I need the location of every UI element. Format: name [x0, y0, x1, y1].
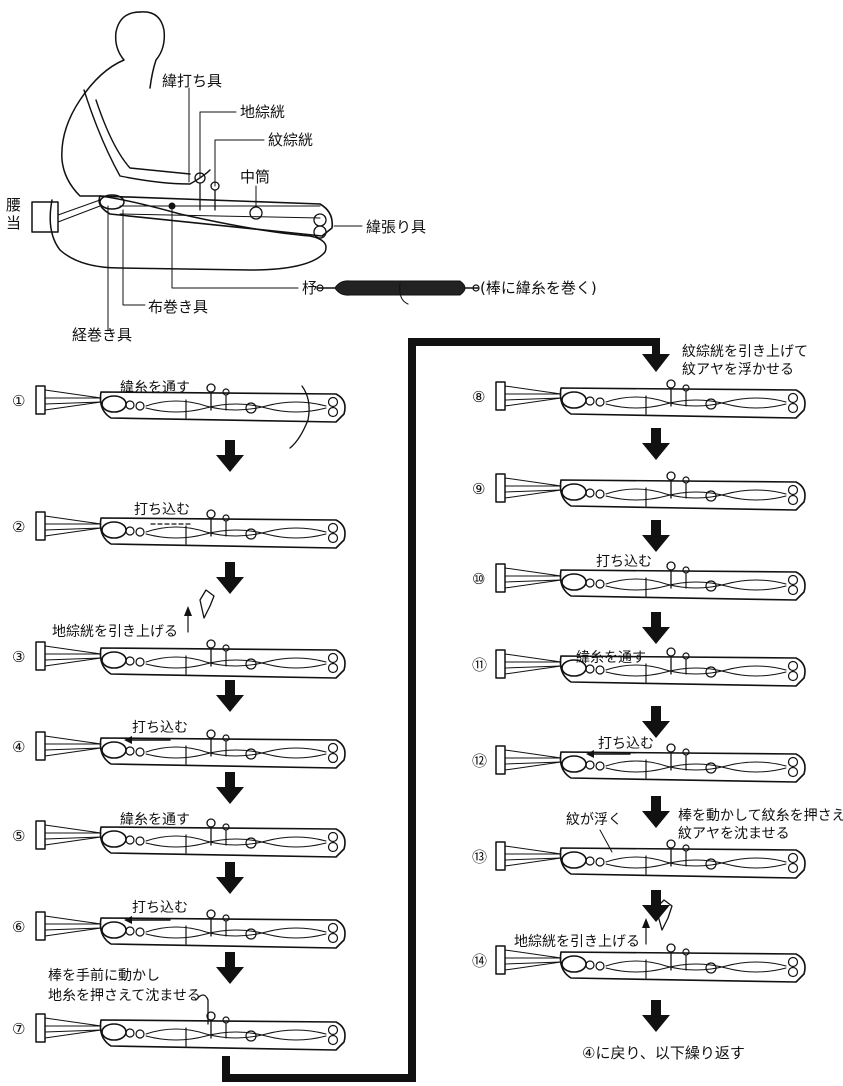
label-monsokou: 紋綜絖	[268, 131, 313, 149]
final-instruction: ④に戻り、以下繰り返す	[582, 1044, 745, 1062]
flow-connector	[226, 342, 656, 1078]
step-note: 打ち込む	[132, 719, 188, 736]
label-koshiate-2: 当	[6, 214, 21, 232]
step-12: ⑫ 打ち込む	[472, 735, 805, 782]
step-number: ②	[12, 518, 25, 536]
label-hi-note: (棒に緯糸を巻く)	[480, 279, 597, 297]
top-loom	[99, 173, 332, 238]
label-koshiate-1: 腰	[6, 196, 21, 214]
step-number: ⑧	[472, 388, 485, 406]
arrow-down-6	[216, 952, 244, 984]
arrow-down-13	[642, 890, 670, 922]
step-11: ⑪ 緯糸を通す	[472, 648, 805, 686]
label-nunomaki: 布巻き具	[148, 298, 208, 316]
step-3: ③ 地綜絖を引き上げる	[12, 590, 345, 678]
arrow-down-9	[642, 520, 670, 552]
step-note-3: 紋アヤを沈ませる	[678, 826, 790, 842]
step-2: ② 打ち込む	[12, 501, 345, 548]
label-jisokou: 地綜絖	[240, 103, 285, 121]
arrow-down-3	[216, 680, 244, 712]
step-number: ④	[12, 738, 25, 756]
step-number: ⑩	[472, 570, 485, 588]
arrow-down-12	[642, 796, 670, 828]
step-14: ⑭ 地綜絖を引き上げる	[472, 900, 805, 982]
koshiate-pad	[32, 202, 58, 232]
arrow-down-2	[216, 562, 244, 594]
step-note-2: 棒を動かして紋糸を押さえ	[678, 808, 843, 824]
step-note: 緯糸を通す	[576, 650, 646, 666]
step-number: ⑫	[472, 752, 487, 770]
step-9: ⑨	[472, 472, 805, 510]
step-6: ⑥ 打ち込む	[12, 899, 345, 948]
label-yokouchi: 緯打ち具	[162, 72, 222, 90]
arrow-down-11	[642, 706, 670, 738]
label-keibari: 緯張り具	[366, 218, 426, 236]
step-number: ⑤	[12, 827, 25, 845]
step-note: 紋綜絖を引き上げて	[682, 344, 808, 360]
step-note: 打ち込む	[596, 553, 652, 570]
label-hi: 杼	[302, 279, 317, 297]
step-note: 地綜絖を引き上げる	[514, 934, 640, 950]
arrow-down-8	[642, 428, 670, 460]
step-note: 緯糸を通す	[120, 380, 190, 396]
step-10: ⑩ 打ち込む	[472, 553, 805, 600]
step-number: ⑦	[12, 1020, 25, 1038]
step-note-2: 紋アヤを浮かせる	[682, 362, 794, 378]
shuttle-illustration	[317, 281, 479, 304]
step-note: 棒を手前に動かし	[48, 967, 160, 984]
step-number: ⑭	[472, 952, 487, 970]
step-note: 地綜絖を引き上げる	[52, 624, 178, 640]
step-number: ⑪	[472, 656, 487, 674]
connector-arrowhead	[642, 354, 670, 372]
step-7: ⑦ 棒を手前に動かし 地糸を押さえて沈ませる	[12, 967, 345, 1050]
step-number: ⑥	[12, 918, 25, 936]
step-note-2: 地糸を押さえて沈ませる	[48, 988, 201, 1004]
label-tatemaki: 経巻き具	[72, 326, 132, 344]
step-note: 打ち込む	[598, 735, 654, 752]
arrow-down-14	[642, 1000, 670, 1032]
label-nakazutsu: 中筒	[240, 168, 270, 186]
arrow-down-4	[216, 772, 244, 804]
step-number: ③	[12, 648, 25, 666]
step-8: ⑧ 紋綜絖を引き上げて 紋アヤを浮かせる	[472, 344, 808, 418]
step-note: 打ち込む	[132, 899, 188, 916]
arrow-down-5	[216, 862, 244, 894]
arrow-down-10	[642, 612, 670, 644]
step-number: ①	[12, 392, 25, 410]
step-note: 紋が浮く	[566, 812, 622, 828]
step-1: ① 緯糸を通す	[12, 380, 345, 448]
step-5: ⑤ 緯糸を通す	[12, 812, 345, 857]
step-number: ⑬	[472, 848, 487, 866]
step-number: ⑨	[472, 480, 485, 498]
step-note: 緯糸を通す	[120, 812, 190, 828]
arrow-down-1	[216, 440, 244, 472]
step-note: 打ち込む	[134, 501, 190, 518]
step-4: ④ 打ち込む	[12, 719, 345, 768]
